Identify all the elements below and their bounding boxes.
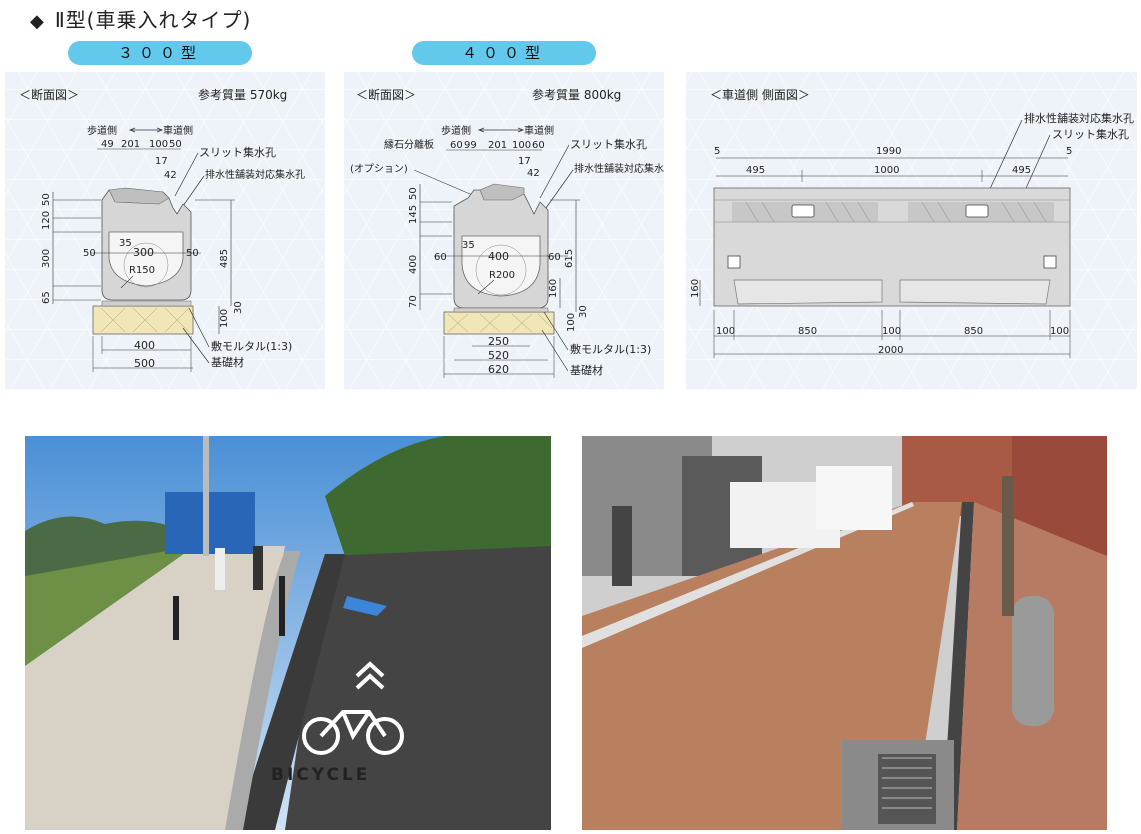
dim-35: 35 (119, 238, 132, 249)
dim-30: 30 (578, 305, 589, 318)
radius-label: R150 (129, 265, 155, 276)
dim-120: 120 (41, 211, 52, 230)
dim-70: 70 (408, 295, 419, 308)
diamond-icon: ◆ (30, 11, 45, 32)
tab-300[interactable]: ３００型 (68, 41, 252, 65)
option-label: (オプション) (350, 163, 408, 175)
dim-60b: 60 (532, 140, 545, 151)
dim-42: 42 (164, 170, 177, 181)
dim-60l: 60 (434, 252, 447, 263)
dim-49: 49 (101, 139, 114, 150)
dim-50a: 50 (169, 139, 182, 150)
dim-485: 485 (219, 249, 230, 268)
dim-201: 201 (121, 139, 140, 150)
mass-label: 参考質量 570kg (198, 87, 287, 102)
base-label: 基礎材 (570, 363, 603, 377)
slit-label: スリット集水孔 (199, 145, 276, 159)
panel-side-view: ＜車道側 側面図＞ 排水性舗装対応集水孔 スリット集水孔 5 1990 5 49… (686, 72, 1137, 390)
slit-label: スリット集水孔 (1052, 127, 1129, 141)
page-title-text: Ⅱ型(車乗入れタイプ) (54, 8, 252, 32)
dim-17: 17 (155, 156, 168, 167)
dim-30: 30 (233, 301, 244, 314)
road-side-label: 車道側 (163, 124, 193, 137)
dim-160: 160 (690, 279, 701, 298)
dim-160: 160 (548, 279, 559, 298)
dim-42: 42 (527, 168, 540, 179)
dim-850b: 850 (964, 326, 983, 337)
dim-850a: 850 (798, 326, 817, 337)
dim-250: 250 (488, 335, 509, 348)
dim-1990: 1990 (876, 146, 901, 157)
side-view-drawing: ＜車道側 側面図＞ 排水性舗装対応集水孔 スリット集水孔 5 1990 5 49… (690, 88, 1134, 358)
dim-100c: 100 (1050, 326, 1069, 337)
dim-50: 50 (408, 187, 419, 200)
page-title: ◆ Ⅱ型(車乗入れタイプ) (30, 4, 251, 33)
section-label: ＜車道側 側面図＞ (710, 88, 810, 102)
slit-label: スリット集水孔 (570, 137, 647, 151)
dim-400: 400 (488, 250, 509, 263)
dim-500: 500 (134, 357, 155, 370)
dim-615: 615 (564, 249, 575, 268)
dim-2000: 2000 (878, 345, 903, 356)
walk-side-label: 歩道側 (87, 124, 117, 137)
section-300-drawing: ＜断面図＞ 参考質量 570kg 歩道側 車道側 49 201 100 50 1… (19, 87, 305, 372)
dim-100v: 100 (219, 309, 230, 328)
dim-50r: 50 (186, 248, 199, 259)
dim-400v: 400 (408, 255, 419, 274)
dim-100v: 100 (566, 313, 577, 332)
section-400-drawing: ＜断面図＞ 参考質量 800kg 歩道側 車道側 縁石分離板 (オプション) 6… (350, 87, 664, 378)
panel-400-section: ＜断面図＞ 参考質量 800kg 歩道側 車道側 縁石分離板 (オプション) 6… (344, 72, 664, 390)
mass-label: 参考質量 800kg (532, 87, 621, 102)
dim-100a: 100 (716, 326, 735, 337)
walk-side-label: 歩道側 (441, 124, 471, 137)
dim-60r: 60 (548, 252, 561, 263)
photo-bicycle-lane: BICYCLE (25, 436, 551, 830)
dim-17: 17 (518, 156, 531, 167)
dim-100b: 100 (882, 326, 901, 337)
bicycle-marking: BICYCLE (271, 765, 370, 785)
mortar-label: 敷モルタル(1:3) (211, 339, 292, 353)
dim-65: 65 (41, 291, 52, 304)
road-side-label: 車道側 (524, 124, 554, 137)
curb-separator-label: 縁石分離板 (384, 138, 434, 151)
dim-100: 100 (512, 140, 531, 151)
dim-520: 520 (488, 349, 509, 362)
dim-620: 620 (488, 363, 509, 376)
dim-100: 100 (149, 139, 168, 150)
base-label: 基礎材 (211, 355, 244, 369)
dim-5r: 5 (1066, 146, 1072, 157)
radius-label: R200 (489, 270, 515, 281)
dim-50b: 50 (41, 193, 52, 206)
drain-label: 排水性舗装対応集水孔 (205, 168, 305, 181)
dim-99: 99 (464, 140, 477, 151)
section-label: ＜断面図＞ (19, 87, 79, 102)
dim-300: 300 (133, 246, 154, 259)
dim-400: 400 (134, 339, 155, 352)
dim-495r: 495 (1012, 165, 1031, 176)
tab-400[interactable]: ４００型 (412, 41, 596, 65)
dim-35: 35 (462, 240, 475, 251)
mortar-label: 敷モルタル(1:3) (570, 342, 651, 356)
drain-label: 排水性舗装対応集水孔 (1024, 111, 1134, 125)
dim-145: 145 (408, 205, 419, 224)
drain-label: 排水性舗装対応集水孔 (574, 162, 664, 175)
dim-60a: 60 (450, 140, 463, 151)
dim-201: 201 (488, 140, 507, 151)
section-label: ＜断面図＞ (356, 87, 416, 102)
dim-300v: 300 (41, 249, 52, 268)
panel-300-section: ＜断面図＞ 参考質量 570kg 歩道側 車道側 49 201 100 50 1… (5, 72, 325, 390)
dim-1000: 1000 (874, 165, 899, 176)
photo-red-pavement (582, 436, 1107, 830)
dim-5l: 5 (714, 146, 720, 157)
dim-495l: 495 (746, 165, 765, 176)
dim-50l: 50 (83, 248, 96, 259)
